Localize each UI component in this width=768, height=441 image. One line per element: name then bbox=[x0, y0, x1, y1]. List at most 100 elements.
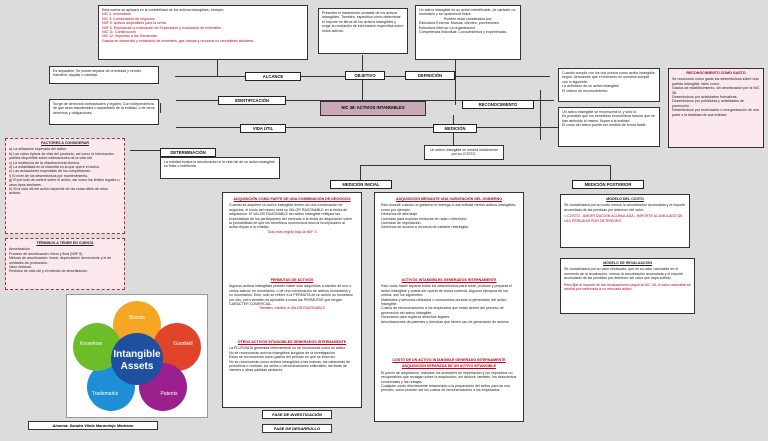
factores-item: e) Las actuaciones esperadas de los comp… bbox=[9, 169, 92, 174]
costo-item: Cualquier costo directamente relacionado… bbox=[381, 384, 511, 393]
alcance-item: NIC 11: Construcción bbox=[102, 30, 136, 35]
factores-item: h) Si la vida útil del activo depende de… bbox=[9, 187, 108, 196]
modelo-reval-title: MODELO DE REVALUACIÓN bbox=[603, 261, 652, 265]
generados-internamente: ACTIVOS INTANGIBLES GENERADOS INTERNAMEN… bbox=[378, 276, 520, 356]
modelo-costo: MODELO DEL COSTO Se contabilizará por su… bbox=[560, 194, 690, 248]
generados-item: Honorarios para registrar derechos legal… bbox=[381, 315, 451, 320]
recon-cumple-item: El criterio de reconocimiento. bbox=[562, 88, 609, 93]
factores-item: f) El nivel de los desembolsos por mante… bbox=[9, 173, 89, 178]
determinacion-box: La entidad evalúa la amortización si la … bbox=[160, 157, 280, 179]
terminos-box: TÉRMINOS A TENER EN CUENTA Amortización … bbox=[5, 238, 125, 290]
alcance-item: NIC 2: Inventarios bbox=[102, 12, 131, 17]
recon-gasto-title: RECONOCIMIENTO COMO GASTO bbox=[686, 71, 746, 75]
medicion-box: Un activo intangible se medirá inicialme… bbox=[424, 145, 504, 160]
ident-separable-text: Es separable: Se puede separar de la ent… bbox=[53, 69, 142, 78]
definicion-item: Estructura Externa: Marcas, clientes, pr… bbox=[419, 21, 500, 26]
collage-petal-goodwill: Goodwill bbox=[173, 341, 192, 347]
recon-cumple: Cuando cumpla con los dos puntos como ac… bbox=[558, 68, 660, 102]
alcance-item: NIC 3: Combinación de negocios bbox=[102, 16, 155, 21]
recon-si-item: El costo del activo puede ser medido de … bbox=[562, 123, 647, 128]
costo-item: El precio de adquisición, incluidos los … bbox=[381, 370, 517, 384]
node-identificacion: IDENTIFICACIÓN bbox=[218, 96, 286, 105]
adquisicion-comb-body: Cuando se adquiere un activo intangible … bbox=[229, 203, 353, 230]
permutas-note: También, medido a VALOR RAZONABLE bbox=[258, 306, 326, 311]
node-medicion-posterior: MEDICIÓN POSTERIOR bbox=[572, 180, 644, 189]
node-alcance: ALCANCE bbox=[245, 72, 301, 81]
recon-gasto: RECONOCIMIENTO COMO GASTO Se reconocen c… bbox=[668, 68, 764, 148]
collage-petal-brands: Brands bbox=[129, 315, 145, 321]
ident-separable: Es separable: Se puede separar de la ent… bbox=[49, 66, 159, 84]
factores-title: FACTORES A CONSIDERAR bbox=[41, 141, 89, 145]
adquisicion-combinacion: ADQUISICIÓN COMO PARTE DE UNA COMBINACIÓ… bbox=[226, 195, 358, 263]
definicion-box: Un activo intangible es un activo identi… bbox=[415, 5, 521, 60]
node-determinacion: DETERMINACIÓN bbox=[160, 148, 216, 157]
generados-body: Esto costo hacer separar todos los desem… bbox=[381, 284, 512, 298]
terminos-item: Revisión de vida útil y el método de amo… bbox=[9, 269, 88, 274]
plusvalia-title: OTROS ACTIVOS INTANGIBLES GENERADOS INTE… bbox=[237, 340, 347, 344]
ident-contractual: Surge de derechos contractuales y legale… bbox=[49, 99, 159, 125]
adquisicion-comb-title: ADQUISICIÓN COMO PARTE DE UNA COMBINACIÓ… bbox=[233, 197, 351, 201]
adquisicion-gobierno: ADQUISICIÓN MEDIANTE UNA SUBVENCIÓN DEL … bbox=[378, 195, 520, 245]
generados-title: ACTIVOS INTANGIBLES GENERADOS INTERNAMEN… bbox=[401, 278, 497, 282]
recon-si-intro: Un activo intangible se reconocerá si, y… bbox=[562, 110, 637, 114]
plusvalia-item: No se reconocerán como activos intangibl… bbox=[229, 359, 351, 373]
modelo-reval-body: Se contabilizará por su valor revaluado,… bbox=[564, 267, 684, 281]
terminos-item: Amortización bbox=[9, 247, 30, 252]
recon-gasto-body: Se reconocen como gasto los desembolsos … bbox=[672, 77, 759, 86]
definicion-sub: Pueden estar constituidos por: bbox=[443, 16, 493, 21]
generados-item: Amortizaciones de patentes y licencias q… bbox=[381, 319, 510, 324]
alcance-item: NIC 12: Impuesto a las Ganancias bbox=[102, 34, 157, 39]
plusvalia-body: La PLUSVALÍA generada internamente no se… bbox=[229, 346, 347, 351]
center-title: NIC 38: ACTIVOS INTANGIBLES bbox=[320, 101, 426, 116]
gobierno-item: Licencias de importación. bbox=[381, 221, 422, 226]
determinacion-text: La entidad evalúa la amortización si la … bbox=[164, 160, 275, 169]
node-medicion: MEDICIÓN bbox=[433, 124, 477, 133]
generados-item: Materiales y servicios utilizados o cons… bbox=[381, 297, 507, 307]
author-label: Alumna: Sandra Vilela Marmolejo Medrano bbox=[28, 421, 158, 430]
recon-gasto-item: Gastos de establecimiento, sin amortizac… bbox=[672, 86, 760, 95]
objetivo-box: Prescribir el tratamiento contable de lo… bbox=[318, 8, 408, 54]
plusvalia-item: No se reconocerán activos intangibles su… bbox=[229, 350, 336, 355]
node-definicion: DEFINICIÓN bbox=[405, 71, 455, 80]
collage-petal-knowhow: Knowhow bbox=[80, 341, 102, 347]
factores-item: b) Los ciclos típicos de vida del produc… bbox=[9, 151, 114, 161]
ident-contractual-text: Surge de derechos contractuales y legale… bbox=[53, 102, 155, 115]
recon-cumple-intro: Cuando cumpla con los dos puntos como ac… bbox=[562, 71, 656, 84]
costo-title: COSTO DE UN ACTIVO INTANGIBLE GENERADO I… bbox=[392, 358, 506, 362]
modelo-costo-body: Se contabilizará por su costo menos la a… bbox=[564, 203, 686, 212]
generados-item: Costos de remuneraciones a los empleados… bbox=[381, 306, 504, 315]
plusvalia: OTROS ACTIVOS INTANGIBLES GENERADOS INTE… bbox=[226, 338, 358, 394]
recon-gasto-item: Desembolsos por reubicación o reorganiza… bbox=[672, 108, 759, 117]
collage-center-line2: Assets bbox=[121, 361, 154, 372]
factores-item: g) El período de control sobre el activo… bbox=[9, 178, 120, 187]
permutas-title: PERMUTAS DE ACTIVOS bbox=[270, 278, 314, 282]
modelo-costo-formula: = COSTO - AMORTIZACIÓN ACUMULADA - IMPOR… bbox=[564, 214, 683, 223]
alcance-item: Gastos en desarrollo y extracción de min… bbox=[102, 38, 255, 43]
definicion-item: Competencia Individual: Conocimientos y … bbox=[419, 30, 508, 35]
gobierno-item: Derechos de acceso a recursos de carácte… bbox=[381, 225, 470, 230]
recon-gasto-item: Desembolsos por publicidad y actividades… bbox=[672, 99, 744, 108]
costo-subtitle: ADQUISICIÓN SEPARADA DE UN ACTIVO INTANG… bbox=[401, 364, 497, 369]
gobierno-body: Esto sucede cuando un gobierno le entreg… bbox=[381, 203, 517, 212]
medicion-text: Un activo intangible se medirá inicialme… bbox=[429, 148, 499, 157]
terminos-title: TÉRMINOS A TENER EN CUENTA bbox=[36, 241, 94, 245]
terminos-item: Método de amortización: lineal, deprecia… bbox=[9, 256, 112, 265]
terminos-item: Proceso de amortización: inicio y final … bbox=[9, 251, 84, 256]
permutas-body: Algunos activos intangibles pueden haber… bbox=[229, 284, 353, 307]
modelo-revaluacion: MODELO DE REVALUACIÓN Se contabilizará p… bbox=[560, 258, 695, 314]
factores-item: d) La estabilidad en la industria en la … bbox=[9, 165, 100, 170]
factores-item: c) La incidencia de la obsolescencia téc… bbox=[9, 160, 80, 165]
recon-si-solo-si: Un activo intangible se reconocerá si, y… bbox=[558, 107, 660, 147]
collage-petal-trademarks: Trademarks bbox=[92, 391, 119, 397]
collage-center-line1: Intangible bbox=[113, 349, 161, 360]
gobierno-item: Licencias para explotar emisoras de radi… bbox=[381, 216, 468, 221]
terminos-item: Valor residual. bbox=[9, 265, 32, 270]
recon-si-item: Es probable que los beneficios económico… bbox=[562, 114, 655, 123]
node-objetivo: OBJETIVO bbox=[345, 71, 385, 80]
fase-desarrollo: FASE DE DESARROLLO bbox=[262, 424, 332, 433]
permutas: PERMUTAS DE ACTIVOS Algunos activos inta… bbox=[226, 276, 358, 330]
factores-item: a) La utilización esperada del activo. bbox=[9, 147, 68, 152]
gobierno-title: ADQUISICIÓN MEDIANTE UNA SUBVENCIÓN DEL … bbox=[395, 197, 503, 201]
modelo-reval-note: Para fijar el importe de las revaluacion… bbox=[564, 282, 691, 292]
recon-cumple-item: La definición de un activo intangible bbox=[562, 84, 619, 89]
